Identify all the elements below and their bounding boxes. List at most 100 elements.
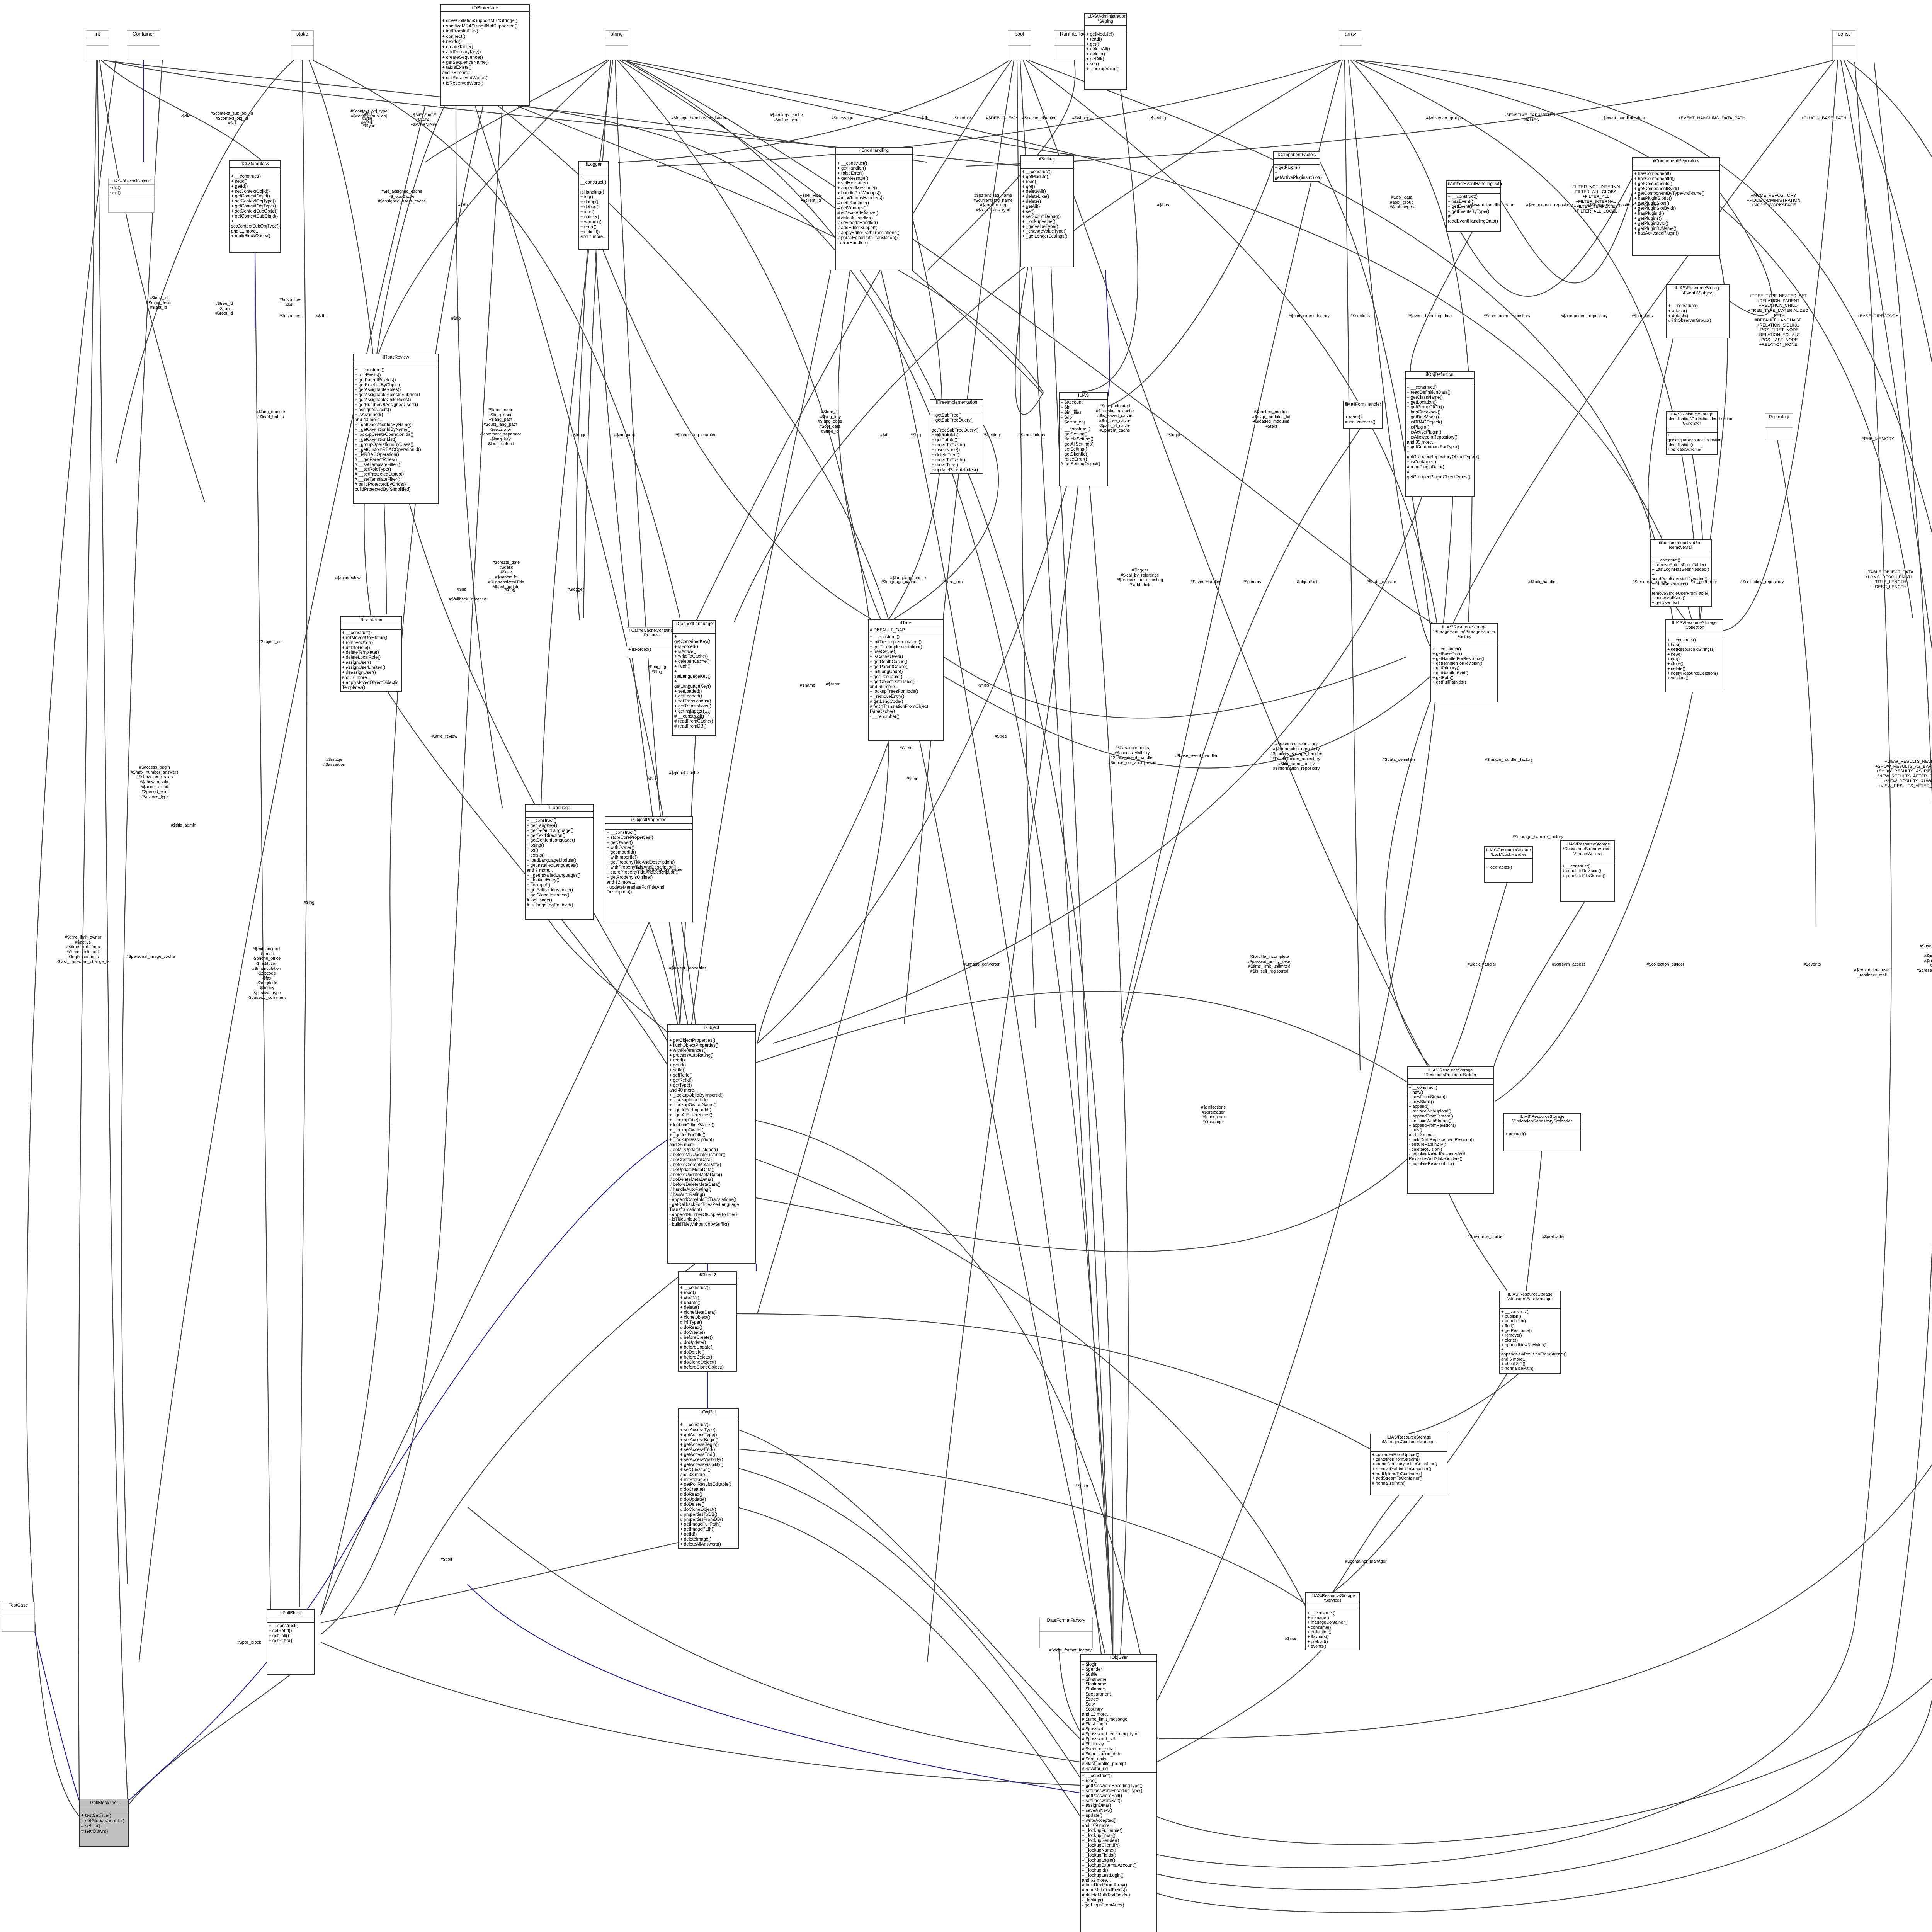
class-name: ilDBInterface [441, 5, 529, 12]
edge-label: #$language_cache [890, 576, 926, 580]
uml-class-TestCase[interactable]: TestCase [2, 1602, 35, 1632]
uml-class-DateFormatFactory[interactable]: DateFormatFactory [1039, 1617, 1093, 1648]
class-operations: + lockTables() [1485, 864, 1532, 871]
uml-class-ilContainerInactiveUserRemoveMail[interactable]: ilContainerInactiveUser RemoveMail+ __co… [1650, 539, 1712, 607]
uml-class-ilObject[interactable]: ilObject+ getObjectProperties()+ flushOb… [667, 1024, 756, 1264]
edge-label: #$image_converter [963, 962, 1000, 967]
uml-class-ILIAS_ResourceStorage_Services[interactable]: ILIAS\ResourceStorage \Services+ __const… [1305, 1592, 1360, 1651]
operation-22: + getId() [680, 1532, 697, 1537]
edge-label: #$lock_handler [1467, 962, 1497, 967]
uml-class-bool[interactable]: bool [1008, 30, 1031, 60]
operation-6: + set() [1086, 62, 1099, 66]
uml-class-ILIAS_ResourceStorage_ResourceBuilder[interactable]: ILIAS\ResourceStorage \Resource\Resource… [1407, 1066, 1494, 1194]
operation-11: + getPluginByName() [1634, 226, 1677, 231]
uml-class-ILIAS_Administration_Setting[interactable]: ILIAS\Administration \Setting+ getModule… [1084, 13, 1127, 90]
operation-5: + withImportId() [607, 855, 638, 860]
class-name: ILIAS\ResourceStorage \Lock\LockHandler [1485, 847, 1532, 859]
uml-class-ilObjUser[interactable]: ilObjUser+ $login+ $gender+ $utitle+ $fi… [1080, 1654, 1157, 1932]
class-attributes [2, 1609, 34, 1617]
uml-class-Repository[interactable]: Repository [1765, 413, 1793, 440]
uml-class-ilCustomBlock[interactable]: ilCustomBlock+ __construct()+ setId()+ g… [229, 160, 281, 253]
uml-class-ILIAS_ResourceStorage_StorageHandlerFactory[interactable]: ILIAS\ResourceStorage \StorageHandler\St… [1430, 623, 1498, 702]
attribute-2: + $ini_ilias [1061, 410, 1082, 415]
uml-class-ilTree[interactable]: ilTree# DEFAULT_GAP+ __construct()+ init… [868, 619, 944, 741]
class-attributes: # DEFAULT_GAP [869, 627, 943, 634]
attribute-9: + $country [1082, 1707, 1103, 1712]
uml-class-ilComponentFactory[interactable]: ilComponentFactory+ getPlugin()+ getActi… [1273, 151, 1322, 182]
edge-label: #$message [831, 116, 854, 121]
operation-1: + readDefinitionData() [1407, 390, 1451, 395]
uml-class-ILIAS_ResourceStorage_RepositoryPreloader[interactable]: ILIAS\ResourceStorage \Preloader\Reposit… [1503, 1113, 1581, 1151]
uml-class-ILIAS_ResourceStorage_LockHandler[interactable]: ILIAS\ResourceStorage \Lock\LockHandler +… [1484, 846, 1533, 883]
uml-class-ILIAS_ResourceStorage_Manager_ContainerManager[interactable]: ILIAS\ResourceStorage \Manager\Container… [1370, 1434, 1447, 1495]
uml-class-ILIAS_ResourceStorage_Collection[interactable]: ILIAS\ResourceStorage \Collection+ __con… [1665, 619, 1723, 692]
uml-class-int[interactable]: int [86, 30, 109, 60]
uml-class-ilObjectiveilObjectC[interactable]: ILIAS\Object\ilObjectC- dic()- init() [108, 178, 155, 213]
operation-2: + read() [1022, 179, 1038, 184]
class-attributes [1651, 551, 1711, 557]
uml-class-ilPollBlock[interactable]: ilPollBlock+ __construct()+ setRefId()+ … [267, 1609, 315, 1675]
uml-class-ilArtifactEventHandlingData[interactable]: ilArtifactEventHandlingData+ __construct… [1446, 180, 1502, 232]
operation-15: + _groupOperationsByClass() [355, 442, 413, 447]
operation-4: + debug() [580, 205, 600, 210]
uml-class-ilLanguage[interactable]: ilLanguage+ __construct()+ getLangKey()+… [525, 804, 594, 920]
uml-class-static[interactable]: static [291, 30, 314, 60]
edge-label: #$profile_incomplete #$passwd_policy_res… [1247, 954, 1292, 974]
class-operations: + __construct()+ storeCoreProperties()+ … [605, 830, 692, 896]
uml-class-ilRbacAdmin[interactable]: ilRbacAdmin+ __construct()+ initMovedObj… [340, 616, 402, 692]
operation-0: + __construct() [269, 1623, 299, 1628]
uml-class-ILIAS_ResourceStorage_Identification[interactable]: ILIAS\ResourceStorage Identification\Col… [1666, 411, 1732, 455]
uml-class-string[interactable]: string [605, 30, 628, 60]
operation-6: + getPath() [1432, 675, 1454, 680]
class-operations: + __construct()+ has()+ getResourceIdStr… [1666, 637, 1723, 682]
uml-class-ILIAS_ResourceStorage_Events_Subject[interactable]: ILIAS\ResourceStorage \Events\Subject+ _… [1666, 284, 1730, 338]
operation-11: + _lookupObjIdByImportId() [669, 1093, 724, 1098]
edge-label: #$is_assigned_cache -$_opsCache #$assign… [378, 189, 426, 204]
operation-7: + warning() [580, 219, 603, 224]
uml-class-ilCachedLanguage[interactable]: ilCachedLanguage+ getContainerKey()+ isF… [672, 620, 716, 736]
uml-class-ilRbacReview[interactable]: ilRbacReview+ __construct()+ roleExists(… [353, 354, 439, 504]
operation-4: + fromDeclarative() [1652, 582, 1688, 587]
uml-class-PollBlockTest[interactable]: PollBlockTest+ testSetTitle()# setGlobal… [79, 1799, 129, 1847]
class-attributes [1765, 420, 1793, 428]
operation-12: # devmodeHandler() [837, 221, 878, 226]
operation-5: + store() [1667, 662, 1684, 667]
operation-3: + getPathIds() [932, 433, 960, 438]
uml-class-ILIAS_ResourceStorage_ConsumerStreamAccess[interactable]: ILIAS\ResourceStorage \Consumer\StreamAc… [1560, 840, 1615, 902]
operation-4: + addUploadToContainer() [1372, 1471, 1422, 1476]
attribute-0: + $login [1082, 1662, 1098, 1667]
edge-label: +EVENT_HANDLING_DATA_PATH [1678, 116, 1745, 121]
operation-3: + deleteRole() [342, 645, 370, 650]
uml-class-ilObjectProperties[interactable]: ilObjectProperties+ __construct()+ store… [605, 816, 693, 922]
edge-label: #$stream_access [1552, 962, 1586, 967]
uml-class-ilObjectDefinition[interactable]: ilObjDefinition+ __construct()+ readDefi… [1405, 371, 1479, 497]
class-attributes [1274, 159, 1320, 165]
uml-class-ilTreeImplementation[interactable]: ilTreeImplementation+ getSubTree()+ getS… [930, 399, 983, 474]
class-operations [1339, 46, 1362, 47]
uml-class-ilObjPoll[interactable]: ilObjPoll+ __construct()+ setAccessType(… [678, 1408, 739, 1549]
uml-class-ilSetting[interactable]: ilSetting+ __construct()+ getModule()+ r… [1020, 155, 1074, 267]
uml-class-ilCacheContainerRequest[interactable]: ilCacheCacheContainer Request+ isForced(… [627, 627, 677, 658]
class-operations: + __construct()+ read()+ create()+ updat… [679, 1285, 736, 1371]
uml-class-ilLogger[interactable]: ilLogger+ __construct()+ isHandling()+ l… [578, 161, 609, 250]
uml-class-ILIAS[interactable]: ILIAS+ $account+ $ini+ $ini_ilias+ $db+ … [1059, 392, 1108, 486]
operation-0: + __construct() [870, 634, 900, 639]
operation-12: + _getOperationIdByName() [355, 427, 411, 432]
uml-class-ILIAS_ResourceStorage_Manager_BaseManager[interactable]: ILIAS\ResourceStorage \Manager\BaseManag… [1499, 1291, 1566, 1374]
uml-class-const[interactable]: const [1832, 30, 1855, 60]
operation-1: Identification() [1668, 442, 1693, 447]
class-operations: + __construct()+ getBaseDirs()+ getHandl… [1431, 646, 1497, 686]
class-operations: + doesCollationSupportMB4Strings()+ sani… [441, 17, 529, 87]
uml-class-ilObject2[interactable]: ilObject2+ __construct()+ read()+ create… [678, 1271, 737, 1372]
operation-2: + initFromIniFile() [442, 28, 478, 34]
uml-class-ilComponentRepository[interactable]: ilComponentRepository+ hasComponent()+ h… [1632, 157, 1720, 256]
operation-4: # readEventHandlingData() [1448, 214, 1498, 224]
uml-class-ilMailFormHandler[interactable]: ilMailFormHandler+ reset()# initListener… [1343, 401, 1383, 429]
uml-class-Container[interactable]: Container [127, 30, 160, 60]
class-attributes [930, 406, 983, 412]
uml-class-ilDBInterface[interactable]: ilDBInterface + doesCollationSupportMB4St… [440, 4, 530, 106]
class-name: Container [127, 31, 160, 38]
uml-class-array[interactable]: array [1339, 30, 1362, 60]
uml-class-ilErrorHandling[interactable]: ilErrorHandling+ __construct()+ getHandl… [835, 147, 913, 270]
operation-7: # getSettingObject() [1061, 462, 1100, 467]
